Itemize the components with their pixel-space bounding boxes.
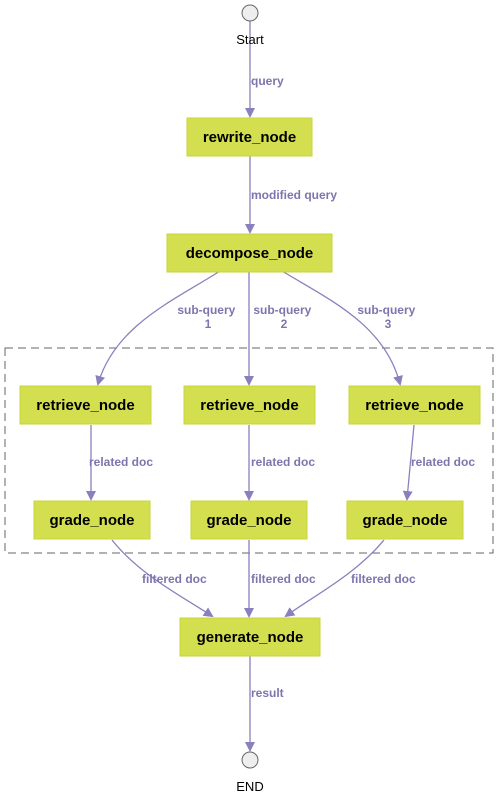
edge-label-filtered-doc-2: filtered doc <box>251 572 316 586</box>
node-generate-box[interactable] <box>179 617 321 657</box>
node-grade-1[interactable]: grade_node <box>33 500 151 540</box>
node-rewrite-box[interactable] <box>186 117 313 157</box>
end-terminal-icon <box>241 751 259 769</box>
start-terminal-icon <box>241 4 259 22</box>
node-grade-1-label: grade_node <box>49 512 134 529</box>
edge-label-related-doc-2: related doc <box>251 455 315 469</box>
edge-grade-3-to-generate <box>284 539 385 618</box>
node-grade-2[interactable]: grade_node <box>190 500 308 540</box>
node-retrieve-1[interactable]: retrieve_node <box>19 385 152 425</box>
node-retrieve-1-label: retrieve_node <box>36 397 134 414</box>
edge-label-sub-query-2: sub-query 2 <box>253 303 314 331</box>
node-decompose[interactable]: decompose_node <box>166 233 333 273</box>
node-generate-label: generate_node <box>197 629 304 646</box>
edge-label-related-doc-1: related doc <box>89 455 153 469</box>
edge-label-sub-query-3-line2: 3 <box>385 317 392 331</box>
edge-label-query: query <box>251 74 284 88</box>
edge-label-sub-query-1: sub-query 1 <box>177 303 238 331</box>
edge-label-related-doc-3: related doc <box>411 455 475 469</box>
node-retrieve-3-box[interactable] <box>348 385 481 425</box>
node-retrieve-2-box[interactable] <box>183 385 316 425</box>
edge-label-sub-query-3-line1: sub-query <box>357 303 415 317</box>
node-retrieve-2-label: retrieve_node <box>200 397 298 414</box>
node-retrieve-3-label: retrieve_node <box>365 397 463 414</box>
node-retrieve-3[interactable]: retrieve_node <box>348 385 481 425</box>
edge-label-result: result <box>251 686 284 700</box>
node-decompose-label: decompose_node <box>186 245 314 262</box>
node-grade-1-box[interactable] <box>33 500 151 540</box>
node-grade-3-label: grade_node <box>362 512 447 529</box>
end-label: END <box>236 779 263 794</box>
node-grade-2-box[interactable] <box>190 500 308 540</box>
edge-label-sub-query-1-line2: 1 <box>205 317 212 331</box>
edge-label-sub-query-1-line1: sub-query <box>177 303 235 317</box>
node-grade-3-box[interactable] <box>346 500 464 540</box>
edge-label-modified-query: modified query <box>251 188 337 202</box>
edge-decompose-to-retrieve-3 <box>281 270 403 386</box>
edge-label-filtered-doc-3: filtered doc <box>351 572 416 586</box>
edge-label-filtered-doc-1: filtered doc <box>142 572 207 586</box>
edge-decompose-to-retrieve-1 <box>95 270 221 386</box>
node-rewrite-label: rewrite_node <box>203 129 296 146</box>
nodes: rewrite_node decompose_node retrieve_nod… <box>19 117 481 657</box>
node-decompose-box[interactable] <box>166 233 333 273</box>
edge-labels: query modified query sub-query 1 sub-que… <box>89 74 475 700</box>
node-retrieve-1-box[interactable] <box>19 385 152 425</box>
node-grade-2-label: grade_node <box>206 512 291 529</box>
edge-retrieve-3-to-grade-3 <box>402 424 415 501</box>
node-rewrite[interactable]: rewrite_node <box>186 117 313 157</box>
edge-grade-1-to-generate <box>111 539 214 618</box>
start-label: Start <box>236 32 264 47</box>
node-grade-3[interactable]: grade_node <box>346 500 464 540</box>
node-retrieve-2[interactable]: retrieve_node <box>183 385 316 425</box>
edge-label-sub-query-2-line2: 2 <box>281 317 288 331</box>
node-generate[interactable]: generate_node <box>179 617 321 657</box>
edges <box>86 21 415 752</box>
edge-label-sub-query-3: sub-query 3 <box>357 303 418 331</box>
edge-label-sub-query-2-line1: sub-query <box>253 303 311 317</box>
